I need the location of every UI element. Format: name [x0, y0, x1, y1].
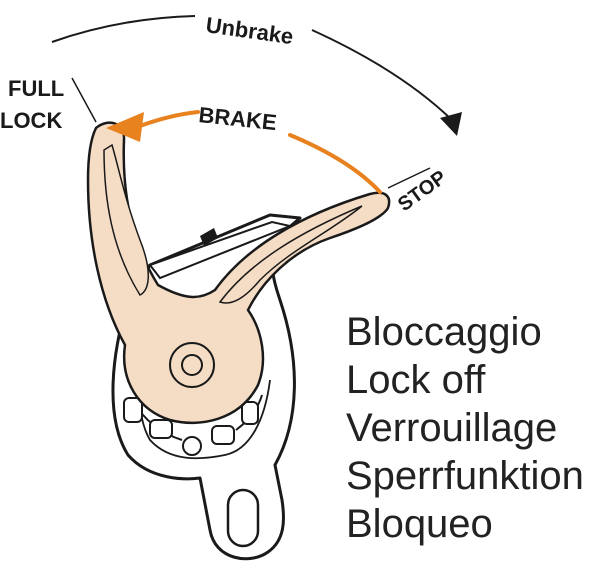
language-item-italian: Bloccaggio: [346, 310, 542, 354]
language-item-spanish: Bloqueo: [346, 502, 493, 546]
language-item-german: Sperrfunktion: [346, 454, 584, 498]
attachment-slot: [226, 488, 260, 548]
stop-pointer: [387, 167, 431, 189]
unbrake-arrow: [51, 15, 462, 136]
brake-label: BRAKE: [197, 102, 277, 135]
brake-handle: [86, 121, 391, 425]
full-lock-pointer: [71, 77, 97, 123]
language-list: Bloccaggio Lock off Verrouillage Sperrfu…: [346, 308, 584, 548]
language-item-french: Verrouillage: [346, 406, 558, 450]
brake-arrowhead: [106, 112, 144, 142]
unbrake-label: Unbrake: [204, 12, 295, 49]
full-label: FULL: [8, 76, 64, 101]
stop-label: STOP: [394, 166, 451, 216]
unbrake-arrowhead: [440, 112, 462, 136]
brake-arrow: [106, 110, 382, 194]
language-item-english: Lock off: [346, 358, 486, 402]
lock-label: LOCK: [0, 108, 62, 133]
